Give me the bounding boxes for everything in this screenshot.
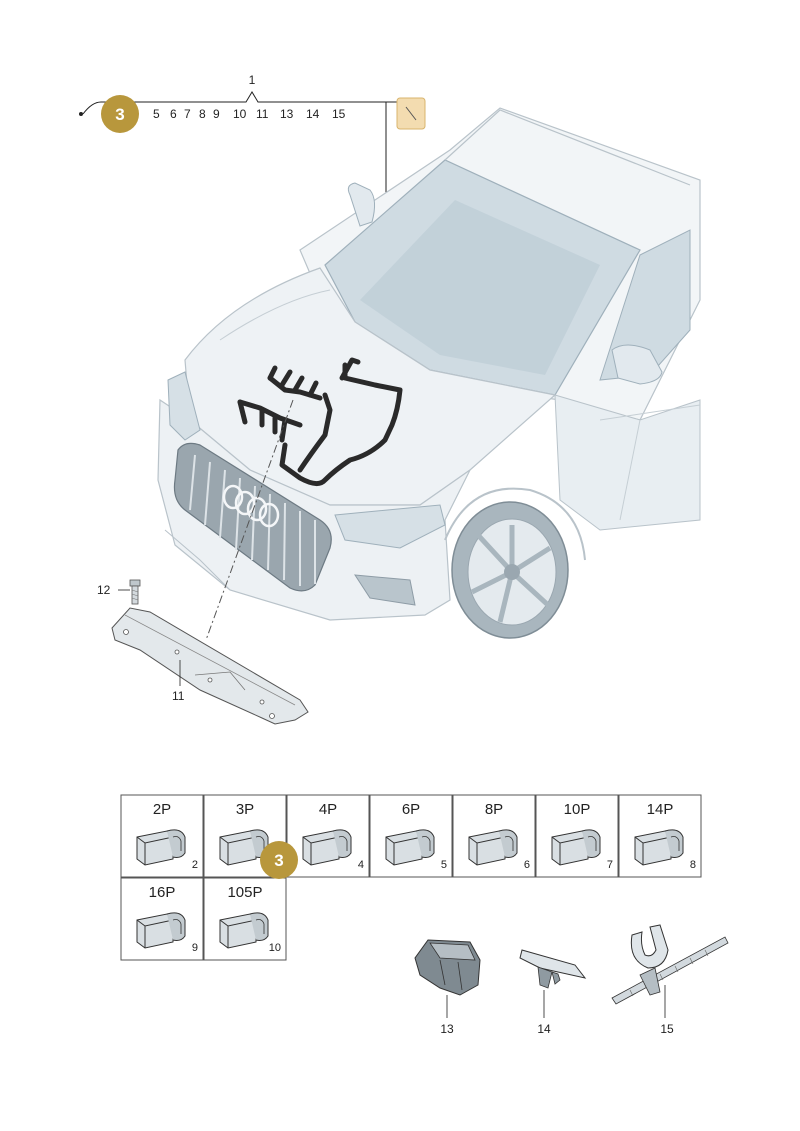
grid-badge[interactable]: 3 xyxy=(260,841,298,879)
connector-number: 5 xyxy=(441,859,447,871)
connector-plug-icon xyxy=(468,829,518,866)
connector-code: 105P xyxy=(227,884,262,901)
connector-code: 10P xyxy=(564,801,591,818)
part-sequence-item: 8 xyxy=(199,107,206,121)
connector-cell[interactable]: 105P 10 xyxy=(203,877,287,961)
connector-number: 10 xyxy=(269,942,281,954)
connector-number: 9 xyxy=(192,942,198,954)
part-sequence-item: 14 xyxy=(306,107,320,121)
part-sequence-item: 9 xyxy=(213,107,220,121)
connector-number: 6 xyxy=(524,859,530,871)
bracket[interactable] xyxy=(111,607,309,725)
connector-grid: 2P 2 3P 3 4P 4 6P 5 8P 6 10P 7 14P 8 16P 9 105P 10 xyxy=(120,794,702,961)
connector-cell[interactable]: 6P 5 xyxy=(369,794,453,878)
connector-plug-icon xyxy=(136,829,186,866)
connector-cell[interactable]: 16P 9 xyxy=(120,877,204,961)
part-sequence-item: 6 xyxy=(170,107,177,121)
connector-number: 8 xyxy=(690,859,696,871)
connector-plug-icon xyxy=(551,829,601,866)
leader-dash xyxy=(205,399,294,641)
connector-plug-icon xyxy=(302,829,352,866)
header-badge[interactable]: 3 xyxy=(101,95,139,133)
car-illustration xyxy=(157,107,701,639)
connector-plug-icon xyxy=(136,912,186,949)
callout-15: 15 xyxy=(660,1022,674,1036)
header-badge-label: 3 xyxy=(115,105,124,124)
part-sequence-item: 10 xyxy=(233,107,247,121)
part-sequence-item: 5 xyxy=(153,107,160,121)
connector-plug-icon xyxy=(634,829,684,866)
part-sequence-item: 7 xyxy=(184,107,191,121)
connector-plug-icon xyxy=(385,829,435,866)
assembly-number: 1 xyxy=(249,73,256,87)
callout-12: 12 xyxy=(97,583,111,597)
cable-tie[interactable] xyxy=(611,924,729,1018)
callout-13: 13 xyxy=(440,1022,454,1036)
clip-housing[interactable] xyxy=(414,939,481,1018)
connector-code: 14P xyxy=(647,801,674,818)
connector-code: 6P xyxy=(402,801,420,818)
connector-cell[interactable]: 10P 7 xyxy=(535,794,619,878)
callout-11: 11 xyxy=(172,689,185,703)
part-sequence-item: 11 xyxy=(256,107,269,121)
connector-plug-icon xyxy=(219,912,269,949)
connector-code: 4P xyxy=(319,801,337,818)
grid-badge-label: 3 xyxy=(274,851,283,870)
connector-cell[interactable]: 2P 2 xyxy=(120,794,204,878)
connector-number: 4 xyxy=(358,859,364,871)
bolt[interactable] xyxy=(118,579,141,605)
connector-code: 3P xyxy=(236,801,254,818)
clip-plate[interactable] xyxy=(519,949,587,1018)
wiring-harness xyxy=(237,357,403,486)
part-sequence-item: 15 xyxy=(332,107,346,121)
connector-code: 16P xyxy=(149,884,176,901)
highlight-square[interactable] xyxy=(396,97,426,130)
connector-code: 8P xyxy=(485,801,503,818)
connector-number: 7 xyxy=(607,859,613,871)
part-sequence-item: 13 xyxy=(280,107,294,121)
callout-14: 14 xyxy=(537,1022,551,1036)
connector-cell[interactable]: 4P 4 xyxy=(286,794,370,878)
connector-cell[interactable]: 8P 6 xyxy=(452,794,536,878)
connector-number: 2 xyxy=(192,859,198,871)
connector-cell[interactable]: 14P 8 xyxy=(618,794,702,878)
connector-code: 2P xyxy=(153,801,171,818)
